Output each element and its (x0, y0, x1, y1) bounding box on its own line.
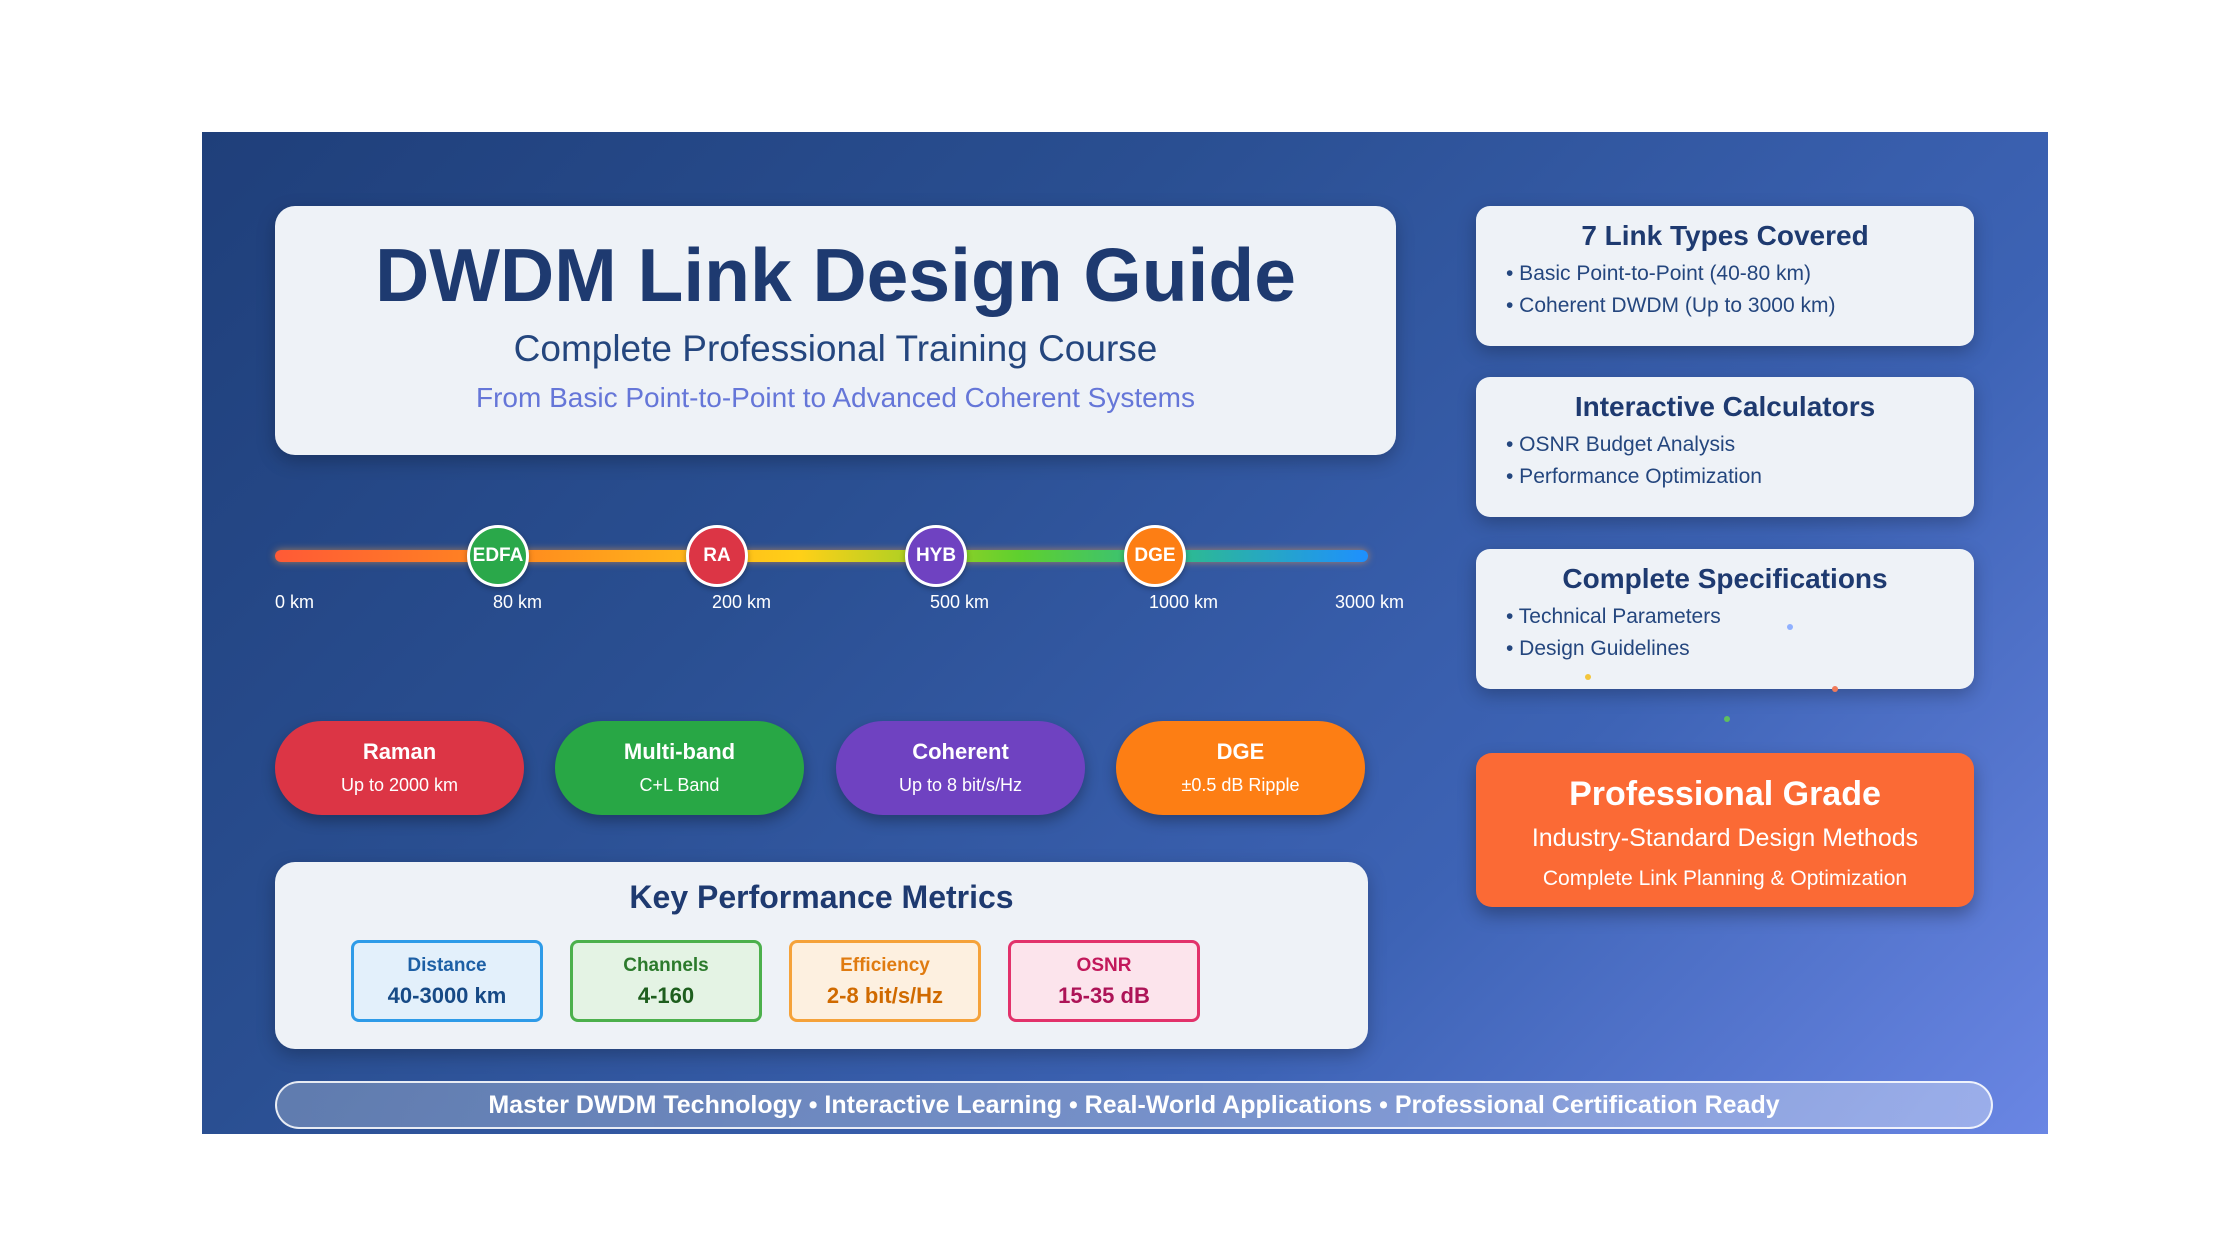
sparkle-dot (1787, 624, 1793, 630)
title-card: DWDM Link Design Guide Complete Professi… (275, 206, 1396, 455)
timeline-node-edfa: EDFA (467, 525, 529, 587)
timeline-node-ra: RA (686, 525, 748, 587)
feature-pill-coherent: Coherent Up to 8 bit/s/Hz (836, 721, 1085, 815)
sparkle-dot (1832, 686, 1838, 692)
sparkle-dot (1585, 674, 1591, 680)
metric-distance: Distance 40-3000 km (351, 940, 543, 1022)
page-subtitle: Complete Professional Training Course (513, 328, 1158, 369)
metric-value: 40-3000 km (387, 983, 507, 1008)
pro-card-title: Professional Grade (1569, 775, 1881, 813)
timeline-node-hyb: HYB (905, 525, 967, 587)
metric-value: 15-35 dB (1058, 983, 1150, 1008)
timeline-node-label: RA (703, 545, 731, 566)
distance-timeline-bar (275, 550, 1368, 562)
side-card-item: • Technical Parameters (1506, 605, 1721, 628)
pill-detail: Up to 8 bit/s/Hz (898, 775, 1023, 795)
pill-title: Raman (362, 739, 437, 764)
timeline-tick: 0 km (275, 592, 315, 612)
banner: DWDM Link Design Guide Complete Professi… (202, 132, 2048, 1134)
metric-channels: Channels 4-160 (570, 940, 762, 1022)
side-card-item: • Performance Optimization (1506, 465, 1762, 488)
metrics-title: Key Performance Metrics (629, 879, 1014, 915)
footer-banner: Master DWDM Technology • Interactive Lea… (275, 1081, 1993, 1129)
pill-detail: Up to 2000 km (340, 775, 459, 795)
feature-pill-raman: Raman Up to 2000 km (275, 721, 524, 815)
page-tagline: From Basic Point-to-Point to Advanced Co… (476, 382, 1195, 413)
feature-pill-multiband: Multi-band C+L Band (555, 721, 804, 815)
metric-label: OSNR (1076, 955, 1132, 976)
side-card-item: • Basic Point-to-Point (40-80 km) (1506, 262, 1811, 285)
metric-label: Distance (407, 955, 487, 976)
metric-label: Efficiency (840, 955, 930, 976)
metrics-card: Key Performance Metrics Distance 40-3000… (275, 862, 1368, 1049)
pill-detail: C+L Band (639, 775, 720, 795)
pill-title: DGE (1216, 739, 1265, 764)
timeline-tick: 200 km (712, 592, 772, 612)
sparkle-dot (1724, 716, 1730, 722)
metric-value: 2-8 bit/s/Hz (826, 983, 944, 1008)
metric-efficiency: Efficiency 2-8 bit/s/Hz (789, 940, 981, 1022)
side-card-item: • Design Guidelines (1506, 637, 1690, 660)
pill-title: Coherent (912, 739, 1009, 764)
timeline-node-label: DGE (1134, 545, 1176, 566)
timeline-tick: 3000 km (1335, 592, 1405, 612)
side-card-item: • Coherent DWDM (Up to 3000 km) (1506, 294, 1836, 317)
timeline-node-dge: DGE (1124, 525, 1186, 587)
calculators-card: Interactive Calculators • OSNR Budget An… (1476, 377, 1974, 517)
timeline-tick: 500 km (930, 592, 990, 612)
pill-title: Multi-band (623, 739, 736, 764)
feature-pill-dge: DGE ±0.5 dB Ripple (1116, 721, 1365, 815)
side-card-title: Complete Specifications (1562, 563, 1888, 594)
timeline-tick: 80 km (493, 592, 543, 612)
timeline-node-label: HYB (915, 545, 957, 566)
metric-label: Channels (623, 955, 709, 976)
page-title: DWDM Link Design Guide (375, 233, 1296, 317)
metric-value: 4-160 (637, 983, 695, 1008)
side-card-item: • OSNR Budget Analysis (1506, 433, 1736, 456)
side-card-title: Interactive Calculators (1574, 391, 1876, 422)
pill-detail: ±0.5 dB Ripple (1181, 775, 1300, 795)
metric-osnr: OSNR 15-35 dB (1008, 940, 1200, 1022)
timeline-tick: 1000 km (1149, 592, 1219, 612)
pro-card-line: Complete Link Planning & Optimization (1542, 867, 1908, 890)
link-types-card: 7 Link Types Covered • Basic Point-to-Po… (1476, 206, 1974, 346)
pro-card-line: Industry-Standard Design Methods (1531, 824, 1919, 852)
timeline-node-label: EDFA (472, 545, 524, 566)
specifications-card: Complete Specifications • Technical Para… (1476, 549, 1974, 689)
side-card-title: 7 Link Types Covered (1581, 220, 1869, 251)
professional-grade-card: Professional Grade Industry-Standard Des… (1476, 753, 1974, 907)
